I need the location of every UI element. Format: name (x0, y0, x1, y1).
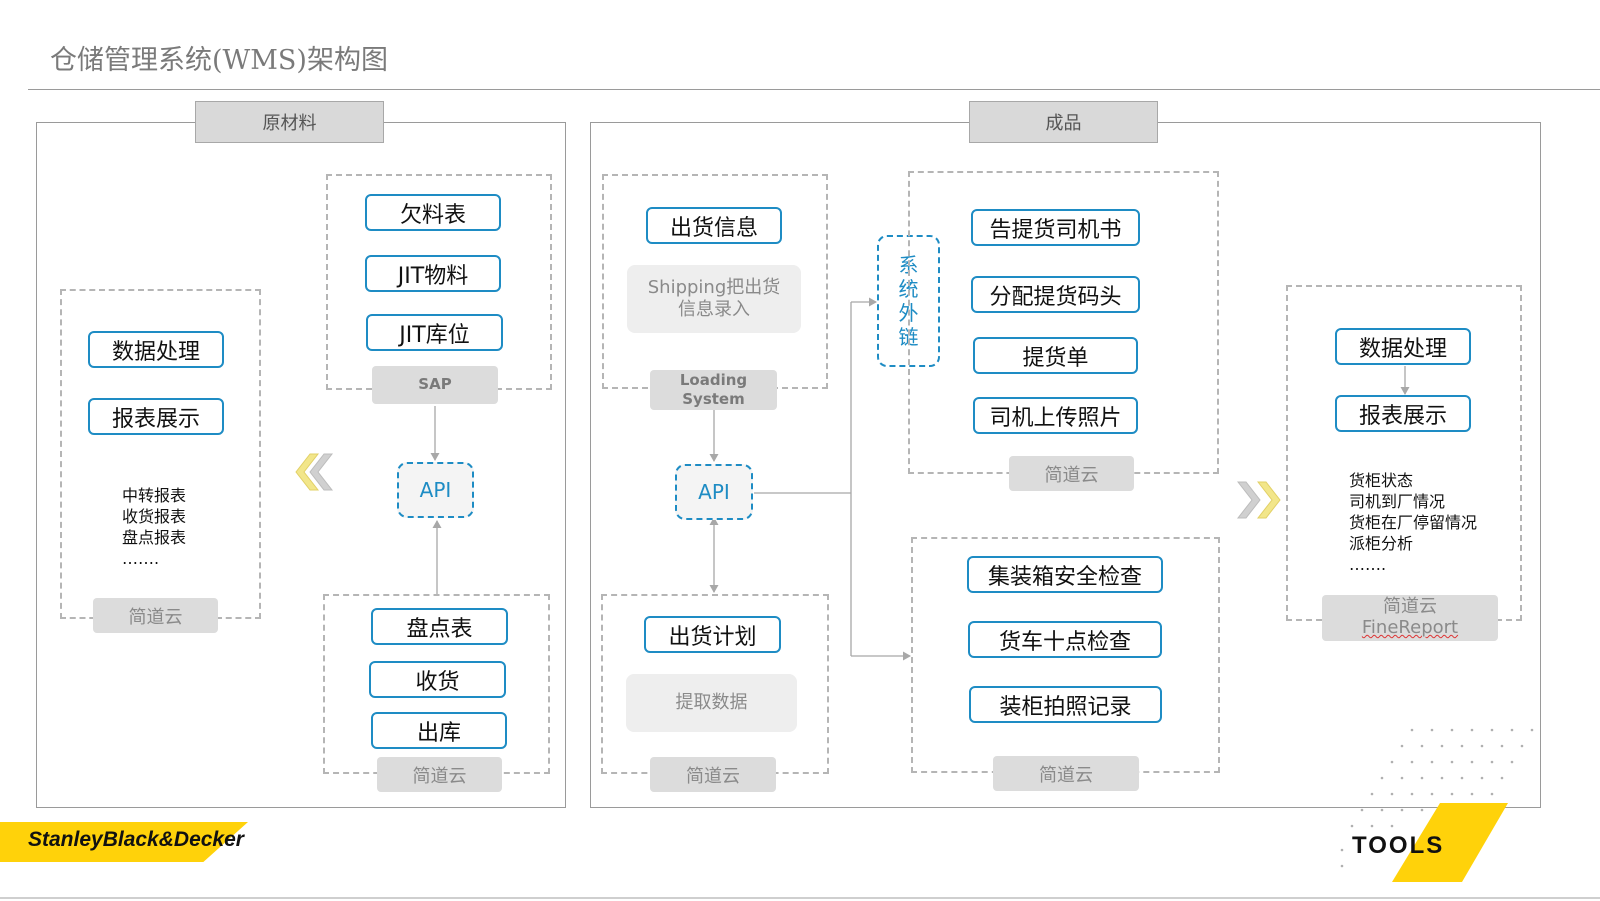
report-item: 收货报表 (122, 507, 187, 526)
left-report-list: 中转报表 收货报表 盘点报表 ……. (122, 485, 186, 569)
shipping-plan-box: 出货计划 (644, 616, 781, 653)
shipping-info-box: 出货信息 (646, 207, 782, 244)
inventory-count-box: 盘点表 (371, 608, 508, 645)
shipping-note: Shipping把出货信息录入 (627, 265, 801, 333)
pickup-order-box: 提货单 (973, 337, 1138, 374)
raw-api-node: API (397, 462, 474, 518)
shortage-table-box: 欠料表 (365, 194, 501, 231)
jit-material-box: JIT物料 (365, 255, 501, 292)
report-item: 货柜状态 (1349, 471, 1414, 490)
footer-line (0, 897, 1600, 899)
company-logo: StanleyBlack&Decker (28, 828, 244, 851)
inspection-platform-label: 简道云 (993, 756, 1139, 791)
driver-platform-label: 简道云 (1009, 456, 1134, 491)
report-item: 司机到厂情况 (1349, 492, 1446, 511)
left-chevron-arrows (295, 453, 334, 491)
right-chevron-arrows (1236, 481, 1281, 519)
right-platform-label: 简道云 FineReport (1322, 595, 1498, 641)
brand-yellow-band (0, 822, 248, 862)
loading-system-label: Loading System (650, 370, 777, 410)
left-platform-label: 简道云 (93, 598, 218, 633)
report-item: ……. (122, 549, 160, 568)
raw-materials-header: 原材料 (195, 101, 384, 143)
report-item: 盘点报表 (122, 528, 187, 547)
container-safety-check-box: 集装箱安全检查 (967, 556, 1163, 593)
finished-goods-header: 成品 (969, 101, 1158, 143)
right-report-list: 货柜状态 司机到厂情况 货柜在厂停留情况 派柜分析 ……. (1349, 470, 1477, 575)
right-data-processing: 数据处理 (1335, 328, 1471, 365)
right-platform-bottom: FineReport (1361, 617, 1459, 638)
dock-assignment-box: 分配提货码头 (971, 276, 1140, 313)
report-item: ……. (1349, 555, 1387, 574)
plan-platform-label: 简道云 (650, 757, 776, 792)
loading-photo-record-box: 装柜拍照记录 (969, 686, 1162, 723)
tools-yellow-stripe (1392, 803, 1508, 882)
driver-photo-upload-box: 司机上传照片 (973, 397, 1138, 434)
jit-location-box: JIT库位 (366, 314, 503, 351)
report-item: 中转报表 (122, 486, 187, 505)
receiving-box: 收货 (369, 661, 506, 698)
tools-logo: TOOLS (1352, 832, 1445, 859)
decorative-dot-pattern (1340, 728, 1534, 868)
report-item: 货柜在厂停留情况 (1349, 513, 1478, 532)
left-data-processing: 数据处理 (88, 331, 224, 368)
outbound-box: 出库 (371, 712, 507, 749)
truck-ten-point-check-box: 货车十点检查 (968, 621, 1162, 658)
raw-bottom-platform-label: 简道云 (377, 757, 502, 792)
extract-data-note: 提取数据 (626, 674, 797, 732)
right-platform-top: 简道云 (1383, 596, 1437, 618)
left-report-display: 报表展示 (88, 398, 224, 435)
right-report-display: 报表展示 (1335, 395, 1471, 432)
header-divider (28, 89, 1600, 90)
driver-notice-box: 告提货司机书 (971, 209, 1140, 246)
page-title: 仓储管理系统(WMS)架构图 (50, 45, 388, 76)
finished-api-node: API (675, 464, 753, 520)
report-item: 派柜分析 (1349, 534, 1414, 553)
sap-label: SAP (372, 366, 498, 404)
